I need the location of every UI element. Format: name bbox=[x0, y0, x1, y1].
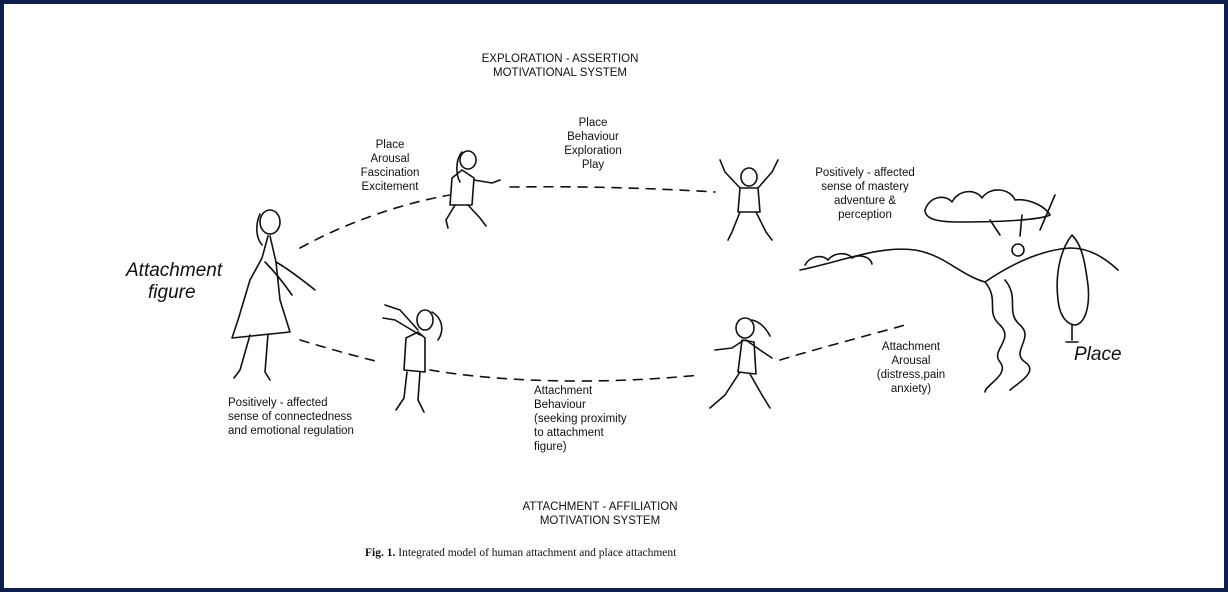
place-behaviour-label: Place Behaviour Exploration Play bbox=[548, 116, 638, 172]
caption-prefix: Fig. 1. bbox=[365, 547, 396, 559]
attachment-arousal-line1: (distress,pain bbox=[876, 369, 946, 381]
place-landscape-illustration bbox=[799, 189, 1119, 393]
attachment-arousal-title2: Arousal bbox=[891, 355, 931, 367]
attachment-effect-line1: Positively - affected bbox=[228, 397, 328, 409]
child-running-icon bbox=[709, 317, 773, 409]
figure-caption: Fig. 1. Integrated model of human attach… bbox=[365, 547, 676, 559]
place-arousal-line1: Fascination bbox=[360, 167, 420, 179]
place-arousal-title1: Place bbox=[375, 139, 405, 151]
top-system-line2: MOTIVATIONAL SYSTEM bbox=[493, 67, 627, 79]
child-walking-icon bbox=[445, 150, 501, 229]
attachment-arousal-label: Attachment Arousal (distress,pain anxiet… bbox=[856, 340, 966, 396]
top-system-label: EXPLORATION - ASSERTION MOTIVATIONAL SYS… bbox=[460, 52, 660, 80]
place-behaviour-line1: Exploration bbox=[564, 145, 622, 157]
caption-text: Integrated model of human attachment and… bbox=[398, 547, 677, 559]
child-reaching-icon bbox=[382, 304, 443, 413]
bottom-system-line2: MOTIVATION SYSTEM bbox=[539, 515, 661, 527]
cycle-dashed-path bbox=[299, 185, 906, 382]
attachment-effect-line3: and emotional regulation bbox=[228, 425, 354, 437]
place-effect-label: Positively - affected sense of mastery a… bbox=[795, 166, 935, 222]
bottom-system-line1: ATTACHMENT - AFFILIATION bbox=[522, 501, 678, 513]
attachment-behaviour-line2: to attachment bbox=[534, 427, 604, 439]
attachment-effect-label: Positively - affected sense of connected… bbox=[228, 396, 354, 438]
place-effect-line1: Positively - affected bbox=[815, 167, 915, 179]
place-effect-line3: adventure & bbox=[833, 195, 896, 207]
place-behaviour-line2: Play bbox=[581, 159, 605, 171]
attachment-behaviour-title1: Attachment bbox=[534, 385, 593, 397]
attachment-arousal-line2: anxiety) bbox=[890, 383, 932, 395]
attachment-effect-line2: sense of connectedness bbox=[228, 411, 353, 423]
woman-figure-icon bbox=[231, 209, 316, 381]
place-label: Place bbox=[1074, 344, 1122, 365]
place-arousal-label: Place Arousal Fascination Excitement bbox=[350, 138, 430, 194]
place-arousal-line2: Excitement bbox=[361, 181, 419, 193]
attachment-behaviour-label: Attachment Behaviour (seeking proximity … bbox=[534, 384, 627, 454]
place-behaviour-title1: Place bbox=[578, 117, 608, 129]
child-cheering-icon bbox=[719, 159, 779, 241]
attachment-behaviour-line3: figure) bbox=[534, 441, 567, 453]
attachment-behaviour-title2: Behaviour bbox=[534, 399, 586, 411]
bottom-system-label: ATTACHMENT - AFFILIATION MOTIVATION SYST… bbox=[500, 500, 700, 528]
attachment-figure-label: Attachment figure bbox=[126, 260, 256, 304]
place-behaviour-title2: Behaviour bbox=[567, 131, 619, 143]
top-system-line1: EXPLORATION - ASSERTION bbox=[481, 53, 639, 65]
place-arousal-title2: Arousal bbox=[370, 153, 410, 165]
place-effect-line2: sense of mastery bbox=[821, 181, 909, 193]
attachment-behaviour-line1: (seeking proximity bbox=[534, 413, 627, 425]
attachment-arousal-title1: Attachment bbox=[881, 341, 941, 353]
place-effect-line4: perception bbox=[838, 209, 892, 221]
attachment-figure-line2: figure bbox=[148, 282, 196, 303]
attachment-figure-line1: Attachment bbox=[126, 260, 223, 281]
